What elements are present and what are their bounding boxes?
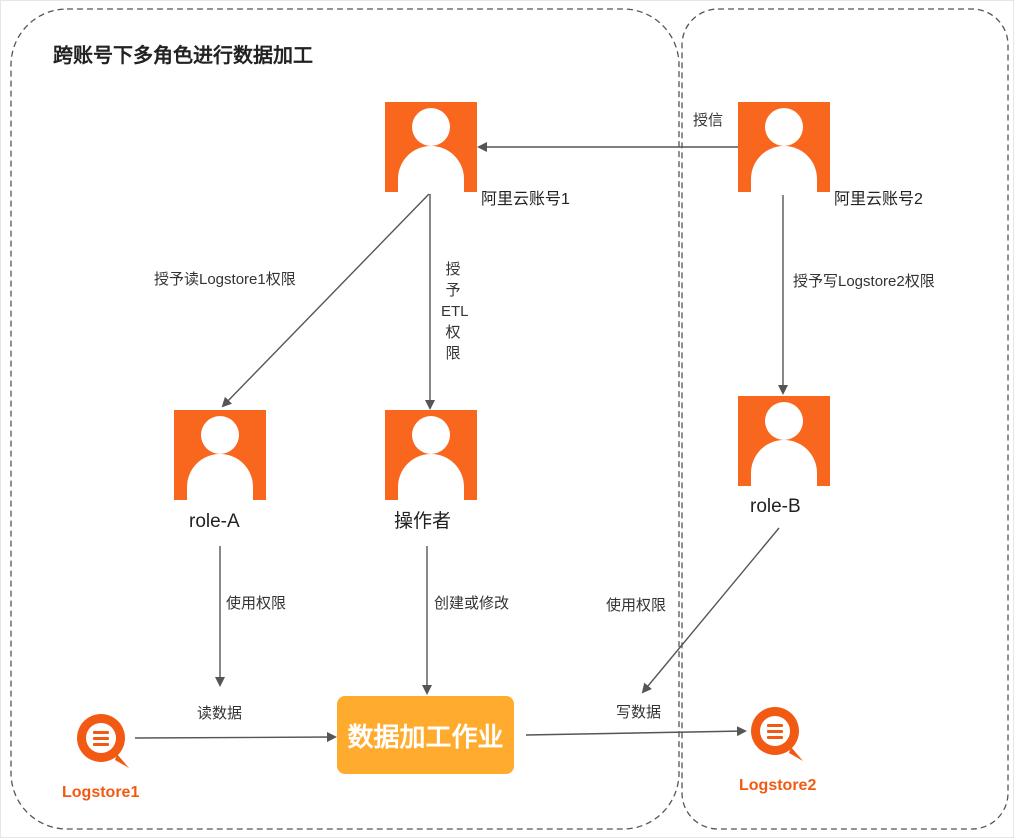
logstore1-icon — [77, 714, 129, 768]
etl-job-node: 数据加工作业 — [337, 696, 514, 774]
edge-grant-read — [221, 193, 430, 408]
read-data-label: 读数据 — [197, 705, 243, 722]
write-data-label: 写数据 — [616, 704, 662, 721]
grant-write-label: 授予写Logstore2权限 — [793, 273, 935, 290]
use-perm-a-label: 使用权限 — [226, 595, 287, 612]
grant-read-label: 授予读Logstore1权限 — [154, 271, 296, 288]
diagram-title: 跨账号下多角色进行数据加工 — [53, 45, 313, 67]
role-b-user-icon — [738, 396, 830, 486]
logstore1-label: Logstore1 — [62, 784, 140, 801]
group-border-right — [681, 8, 1009, 830]
logstore2-label: Logstore2 — [739, 777, 817, 794]
edge-read-data — [134, 732, 337, 743]
grant-etl-label: 授 予 ETL 权 限 — [441, 261, 469, 362]
use-perm-b-label: 使用权限 — [606, 597, 667, 614]
account2-user-icon — [738, 102, 830, 192]
account1-user-icon — [385, 102, 477, 192]
grant-label: 授信 — [693, 112, 724, 129]
logstore2-icon — [751, 707, 803, 761]
create-modify-label: 创建或修改 — [434, 595, 510, 612]
account1-label: 阿里云账号1 — [481, 191, 570, 208]
role-a-label: role-A — [189, 511, 240, 532]
role-a-user-icon — [174, 410, 266, 500]
edge-write-data — [525, 726, 747, 737]
operator-user-icon — [385, 410, 477, 500]
edge-use-perm-b — [641, 527, 780, 694]
operator-label: 操作者 — [394, 511, 452, 532]
role-b-label: role-B — [750, 496, 801, 517]
account2-label: 阿里云账号2 — [834, 191, 923, 208]
